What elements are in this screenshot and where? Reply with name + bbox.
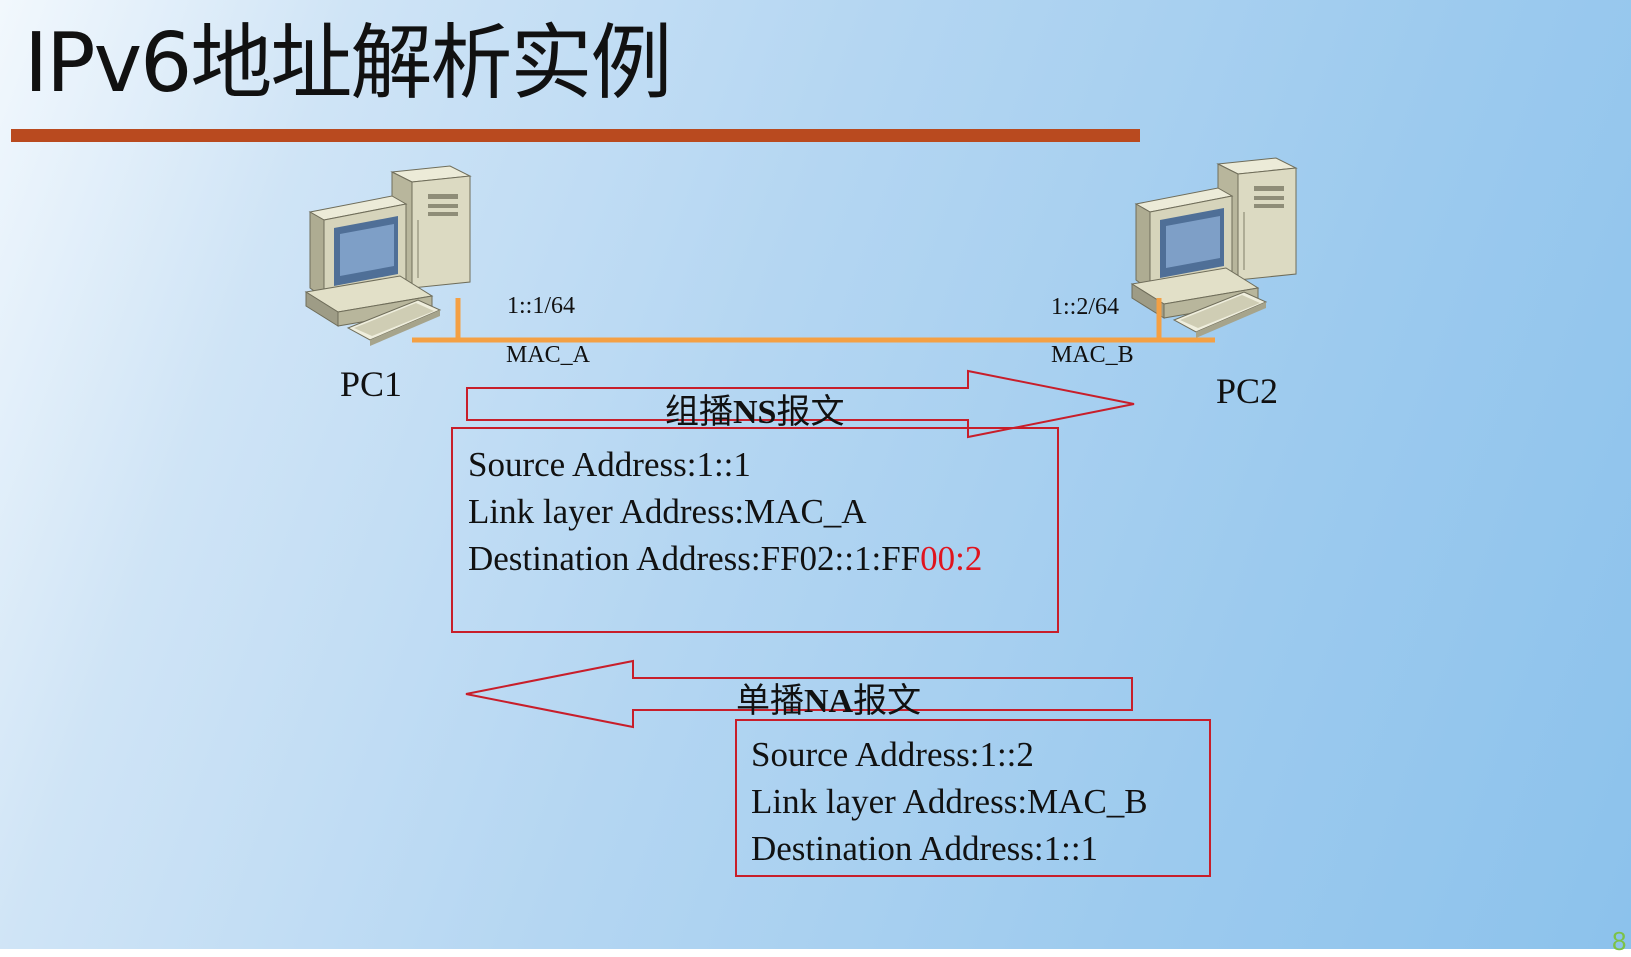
title-underline-bar [11,129,1140,142]
na-destination-address: Destination Address:1::1 [751,829,1099,868]
ns-message-label: 组播NS报文 [665,394,845,431]
pc1-label: PC1 [340,364,403,404]
na-message-label: 单播NA报文 [736,683,922,720]
pc2-mac-address: MAC_B [1051,342,1134,368]
ns-link-layer-address: Link layer Address:MAC_A [468,492,867,531]
pc2-label: PC2 [1216,371,1279,411]
ns-source-address: Source Address:1::1 [468,445,751,484]
pc1-ip-address: 1::1/64 [507,293,576,319]
ns-message-box: Source Address:1::1 Link layer Address:M… [451,427,1059,633]
na-message-box: Source Address:1::2 Link layer Address:M… [735,719,1211,877]
na-link-layer-address: Link layer Address:MAC_B [751,782,1148,821]
pc1-mac-address: MAC_A [506,342,591,368]
na-arrow [465,659,1133,729]
ns-destination-address: Destination Address:FF02::1:FF00:2 [468,539,983,578]
na-source-address: Source Address:1::2 [751,735,1034,774]
ns-destination-highlight: 00:2 [920,539,983,578]
page-number: 8 [1612,926,1627,956]
slide-title: IPv6地址解析实例 [24,16,672,111]
ns-arrow [466,369,1135,439]
pc2-ip-address: 1::2/64 [1051,294,1120,320]
computer-icon [305,165,471,347]
